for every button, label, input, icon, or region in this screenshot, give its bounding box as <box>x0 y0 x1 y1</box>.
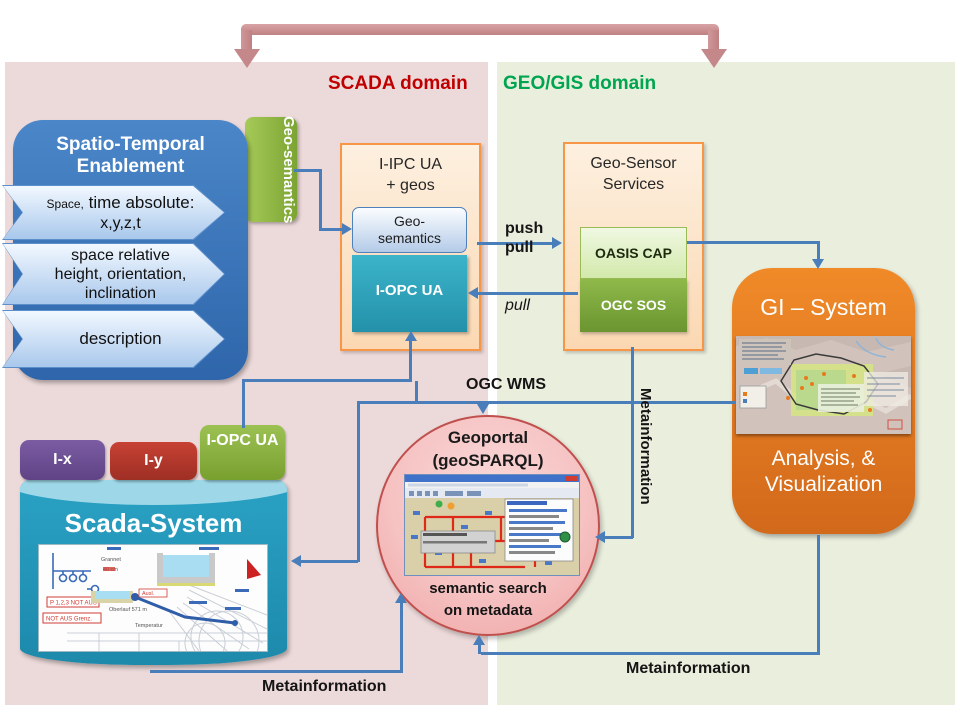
ipc-box-title: I-IPC UA + geos <box>378 156 443 194</box>
conn-meta-br-h <box>481 652 820 655</box>
svg-text:Temperatur: Temperatur <box>135 623 163 629</box>
svg-text:P 1,2,3 NOT AUS: P 1,2,3 NOT AUS <box>50 601 97 607</box>
bridge-arrow-bar <box>241 24 719 35</box>
bridge-arrowhead-left-icon <box>234 49 260 68</box>
geo-semantics-tab-line2: semantics <box>280 149 297 224</box>
svg-text:Grannet: Grannet <box>101 557 121 563</box>
conn-geosem-b <box>319 169 322 231</box>
gi-system-map-screenshot <box>736 336 911 434</box>
chevron1-line2: x,y,z,t <box>100 214 141 232</box>
arrowhead-into-portal-bottom-icon <box>473 635 485 645</box>
ogc-sos-module: OGC SOS <box>580 279 687 332</box>
conn-wms-riser <box>415 381 418 403</box>
tab-i-x: I-x <box>20 440 105 480</box>
chevron1-small-text: Space, <box>46 196 84 211</box>
geoportal-circle: Geoportal (geoSPARQL) <box>376 415 600 636</box>
geo-semantics-module: Geo- semantics <box>352 207 467 253</box>
conn-wms-v3 <box>357 403 360 562</box>
geoportal-title: Geoportal (geoSPARQL) <box>432 428 544 470</box>
geo-sensor-services-box: Geo-Sensor Services OASIS CAP OGC SOS <box>563 142 704 351</box>
scada-hmi-screenshot: P 1,2,3 NOT AUS NOT AUS Grenz. Ausl. Gra… <box>38 544 268 652</box>
geo-gis-domain-title: GEO/GIS domain <box>503 73 657 94</box>
arrowhead-into-geosensor-icon <box>552 237 562 249</box>
spatio-title: Spatio-Temporal Enablement <box>56 134 205 177</box>
geoportal-caption: semantic search on metadata <box>429 580 547 619</box>
chevron3-line1: description <box>79 329 162 348</box>
label-push: push <box>505 220 544 237</box>
geo-semantics-tab: Geo- semantics <box>245 115 297 224</box>
svg-text:NOT AUS Grenz.: NOT AUS Grenz. <box>46 617 92 623</box>
conn-wms-v1 <box>409 341 412 381</box>
arrowhead-into-gisystem-icon <box>812 259 824 269</box>
oasis-cap-module: OASIS CAP <box>580 227 687 279</box>
geoportal-app-screenshot <box>404 474 580 576</box>
label-metainformation-bottom-left: Metainformation <box>262 678 387 695</box>
arrowhead-into-scada-icon <box>291 555 301 567</box>
gi-system-title: GI – System <box>760 294 887 320</box>
svg-text:Ausl.: Ausl. <box>142 591 155 597</box>
label-metainformation-vertical: Metainformation <box>637 388 654 505</box>
arrowhead-into-iopcua-module-icon <box>405 331 417 341</box>
chevron-space-relative: space relative height, orientation, incl… <box>2 243 225 305</box>
conn-meta-br-v2 <box>478 645 481 654</box>
arrowhead-into-geosemantics-icon <box>342 223 352 235</box>
conn-meta-br-v <box>817 535 820 654</box>
geo-semantics-tab-line1: Geo- <box>280 115 297 150</box>
conn-geosem-a <box>294 169 322 172</box>
label-pull-italic: pull <box>505 297 530 314</box>
bridge-arrow-right-stem <box>708 30 719 51</box>
tab-i-y: I-y <box>110 442 197 480</box>
gi-system-subtitle: Analysis, & Visualization <box>764 447 883 496</box>
conn-meta-bl-v <box>400 602 403 672</box>
bridge-arrow-left-stem <box>241 30 252 51</box>
i-opc-ua-module: I-OPC UA <box>352 255 467 332</box>
conn-wms-h1 <box>242 379 412 382</box>
label-pull: pull <box>505 239 534 256</box>
conn-geosem-c <box>319 228 343 231</box>
geo-sensor-title: Geo-Sensor Services <box>590 155 677 193</box>
conn-meta-h <box>605 536 633 539</box>
chevron2-line2: height, orientation, <box>54 265 187 283</box>
conn-cap-gi-h <box>687 241 820 244</box>
conn-pull <box>478 292 578 295</box>
conn-wms-h3 <box>301 560 358 563</box>
scada-domain-title: SCADA domain <box>328 73 468 94</box>
chevron2-line3: inclination <box>84 284 157 302</box>
conn-wms-h2 <box>357 401 735 404</box>
label-metainformation-bottom-right: Metainformation <box>626 660 751 677</box>
bridge-arrowhead-right-icon <box>701 49 727 68</box>
conn-push-pull <box>477 242 552 245</box>
chevron-description: description <box>2 310 225 368</box>
ipc-ua-geos-box: I-IPC UA + geos Geo- semantics I-OPC UA <box>340 143 481 351</box>
arrowhead-into-portal-right-icon <box>595 531 605 543</box>
gi-system-box: GI – System <box>732 268 915 534</box>
chevron1-big-text: time absolute: <box>83 192 195 212</box>
conn-meta-bl-h <box>150 670 403 673</box>
conn-meta-v <box>631 347 634 538</box>
chevron-space-time: Space, time absolute: x,y,z,t <box>2 185 225 240</box>
arrowhead-into-portal-bl-icon <box>395 593 407 603</box>
conn-cap-gi-v <box>817 241 820 260</box>
arrowhead-into-portal-top-icon <box>477 404 489 414</box>
label-ogc-wms: OGC WMS <box>466 376 546 393</box>
tab-i-opc-ua: I-OPC UA <box>200 425 285 480</box>
arrowhead-into-iopcua-icon <box>468 287 478 299</box>
svg-text:Oberlauf 571 m: Oberlauf 571 m <box>109 607 147 613</box>
scada-system-title: Scada-System <box>64 508 243 538</box>
chevron2-line1: space relative <box>71 246 170 264</box>
scada-cylinder-lid <box>20 480 287 505</box>
conn-wms-v2 <box>242 381 245 428</box>
scada-system-box: Scada-System P 1,2,3 NOT AUS <box>20 480 287 665</box>
